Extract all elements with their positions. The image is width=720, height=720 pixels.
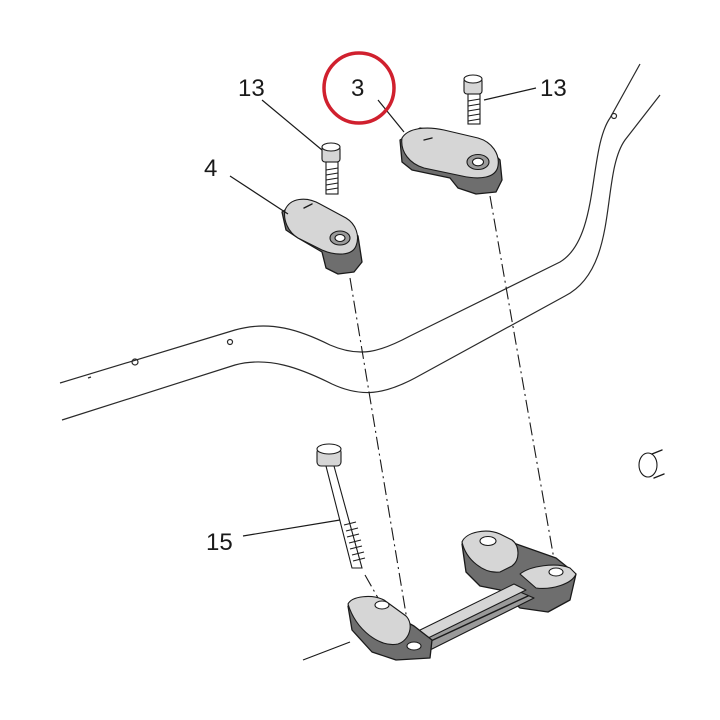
bolt-13-left bbox=[321, 142, 341, 195]
callout-3: 3 bbox=[351, 75, 364, 102]
callout-13-right: 13 bbox=[540, 75, 567, 102]
callout-15: 15 bbox=[206, 529, 233, 556]
callout-4: 4 bbox=[204, 155, 217, 182]
part-4-clamp-cap bbox=[281, 198, 363, 275]
bolt-13-right bbox=[463, 74, 483, 125]
handlebar bbox=[59, 63, 661, 421]
part-3-clamp-cap bbox=[399, 127, 503, 195]
bolt-15 bbox=[316, 443, 366, 569]
leader-lines bbox=[229, 87, 537, 537]
callout-3-highlight-circle bbox=[322, 51, 396, 125]
lower-riser-base bbox=[302, 530, 577, 661]
callout-13-left: 13 bbox=[238, 75, 265, 102]
grip-end bbox=[638, 449, 665, 479]
